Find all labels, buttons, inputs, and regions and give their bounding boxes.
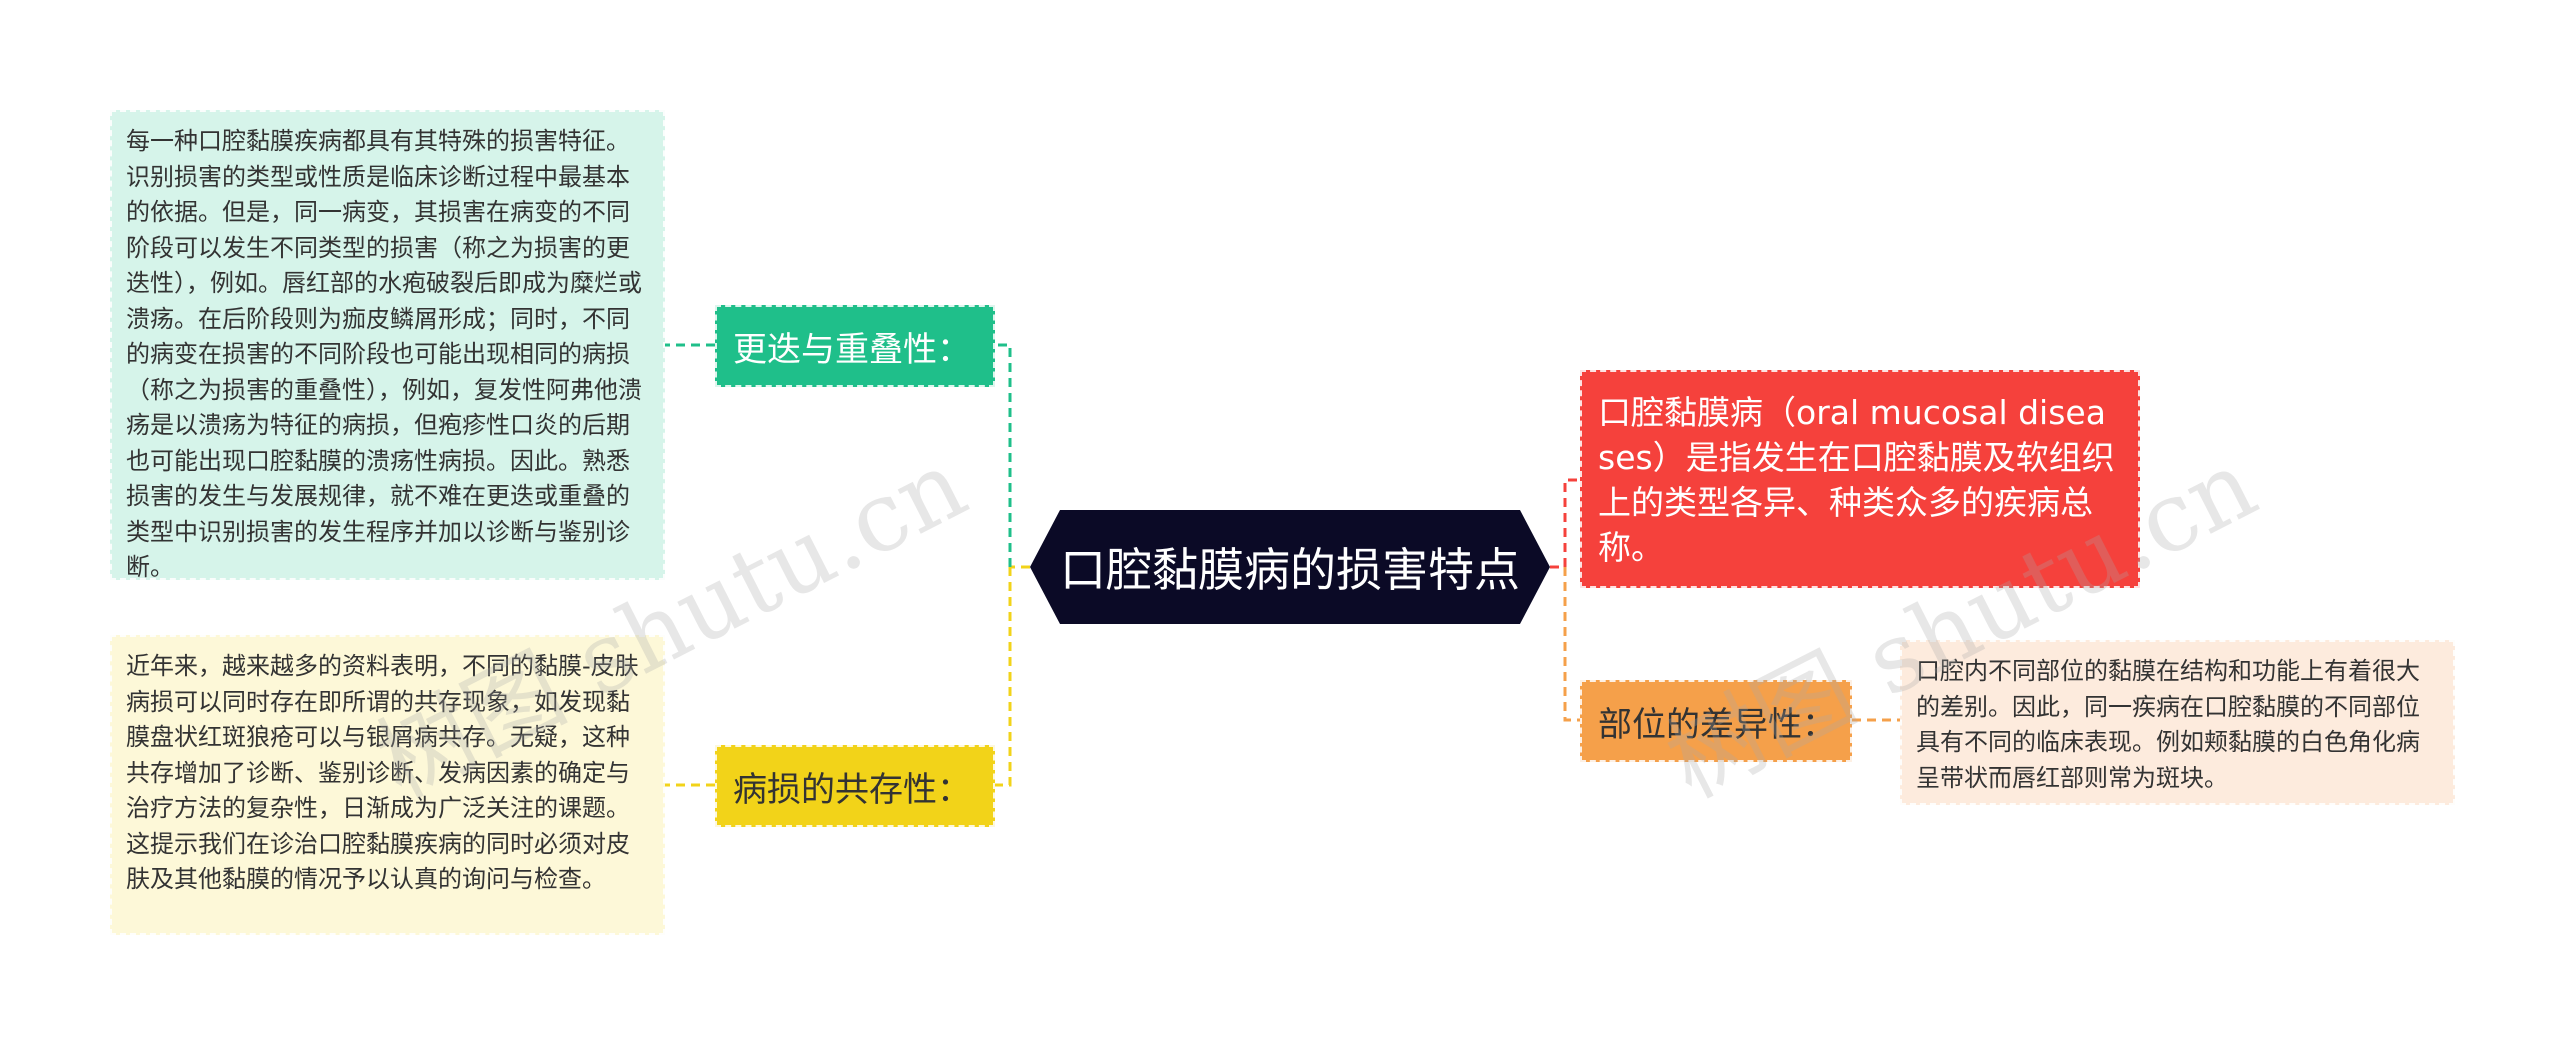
connector-branch-location xyxy=(1563,567,1580,722)
detail-location: 口腔内不同部位的黏膜在结构和功能上有着很大的差别。因此，同一疾病在口腔黏膜的不同… xyxy=(1900,640,2455,805)
connector-branch-overlap xyxy=(995,343,1012,567)
definition-text: 口腔黏膜病（oral mucosal diseases）是指发生在口腔黏膜及软组… xyxy=(1598,393,2115,567)
branch-location[interactable]: 部位的差异性： xyxy=(1580,680,1852,762)
connector-branch-coexist xyxy=(995,567,1012,787)
central-topic-title: 口腔黏膜病的损害特点 xyxy=(1060,543,1520,597)
central-topic[interactable]: 口腔黏膜病的损害特点 xyxy=(1030,510,1550,624)
connector-definition xyxy=(1563,478,1580,567)
branch-overlap-label: 更迭与重叠性： xyxy=(733,329,971,370)
branch-coexist[interactable]: 病损的共存性： xyxy=(715,745,995,827)
branch-location-label: 部位的差异性： xyxy=(1598,704,1836,745)
detail-coexist: 近年来，越来越多的资料表明，不同的黏膜-皮肤病损可以同时存在即所谓的共存现象，如… xyxy=(110,635,665,935)
detail-overlap: 每一种口腔黏膜疾病都具有其特殊的损害特征。识别损害的类型或性质是临床诊断过程中最… xyxy=(110,110,665,581)
branch-coexist-label: 病损的共存性： xyxy=(733,769,971,810)
branch-overlap[interactable]: 更迭与重叠性： xyxy=(715,305,995,387)
definition-node[interactable]: 口腔黏膜病（oral mucosal diseases）是指发生在口腔黏膜及软组… xyxy=(1580,370,2140,588)
